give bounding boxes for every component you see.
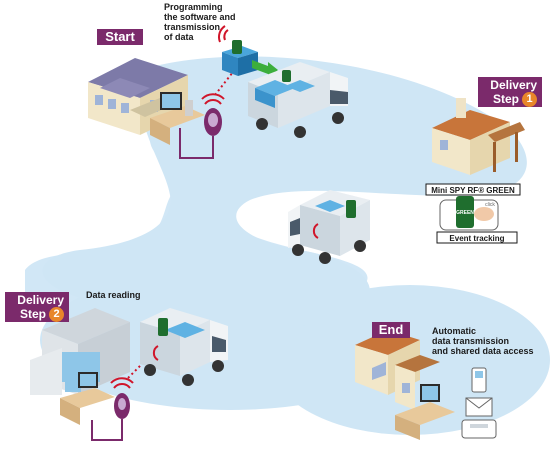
automatic-caption: Automatic data transmission and shared d… bbox=[432, 326, 534, 357]
programming-caption: Programming the software and transmissio… bbox=[164, 2, 236, 43]
product-label: Mini SPY RF® GREEN bbox=[431, 186, 515, 195]
automatic-caption-line: data transmission bbox=[432, 335, 510, 346]
start-signal bbox=[201, 93, 225, 105]
delivery1-number-badge: 1 bbox=[522, 92, 537, 107]
programming-caption-line: the software and bbox=[164, 11, 236, 22]
automatic-caption-line: and shared data access bbox=[432, 345, 534, 356]
delivery1-line2: Step bbox=[492, 92, 519, 106]
delivery1-building bbox=[432, 98, 525, 175]
delivery2-desk bbox=[60, 372, 115, 425]
end-comm-icons bbox=[461, 367, 497, 439]
event-tracking-label: Event tracking bbox=[449, 234, 504, 243]
end-desk bbox=[395, 384, 455, 440]
start-reader-device bbox=[204, 108, 222, 136]
product-card bbox=[425, 183, 521, 244]
delivery2-line2: Step bbox=[19, 307, 46, 321]
start-tag: Start bbox=[97, 29, 143, 45]
delivery1-line1: Delivery bbox=[490, 78, 537, 92]
programming-caption-line: transmission bbox=[164, 21, 221, 32]
truck-middle-signal bbox=[312, 223, 319, 239]
programming-signal bbox=[217, 25, 229, 43]
delivery2-line1: Delivery bbox=[17, 293, 64, 307]
delivery2-cable bbox=[91, 419, 123, 441]
device-green-text: GREEN bbox=[456, 210, 474, 216]
delivery2-reader bbox=[114, 393, 130, 419]
truck-bottom bbox=[140, 308, 228, 386]
end-label: End bbox=[378, 322, 404, 337]
delivery2-number-badge: 2 bbox=[49, 307, 64, 322]
start-label: Start bbox=[105, 29, 135, 44]
automatic-caption-line: Automatic bbox=[432, 326, 477, 336]
pallet-boxes bbox=[222, 40, 258, 76]
end-tag: End bbox=[372, 322, 410, 338]
start-cable bbox=[179, 128, 214, 159]
truck-bottom-signal bbox=[152, 345, 159, 361]
delivery2-signal bbox=[110, 377, 134, 389]
truck-middle bbox=[288, 190, 370, 264]
programming-caption-line: Programming bbox=[164, 2, 223, 12]
truck-top bbox=[248, 62, 348, 138]
start-computer-desk bbox=[150, 92, 205, 145]
data-reading-caption: Data reading bbox=[86, 290, 141, 300]
click-text: click bbox=[485, 202, 495, 208]
programming-caption-line: of data bbox=[164, 31, 194, 42]
